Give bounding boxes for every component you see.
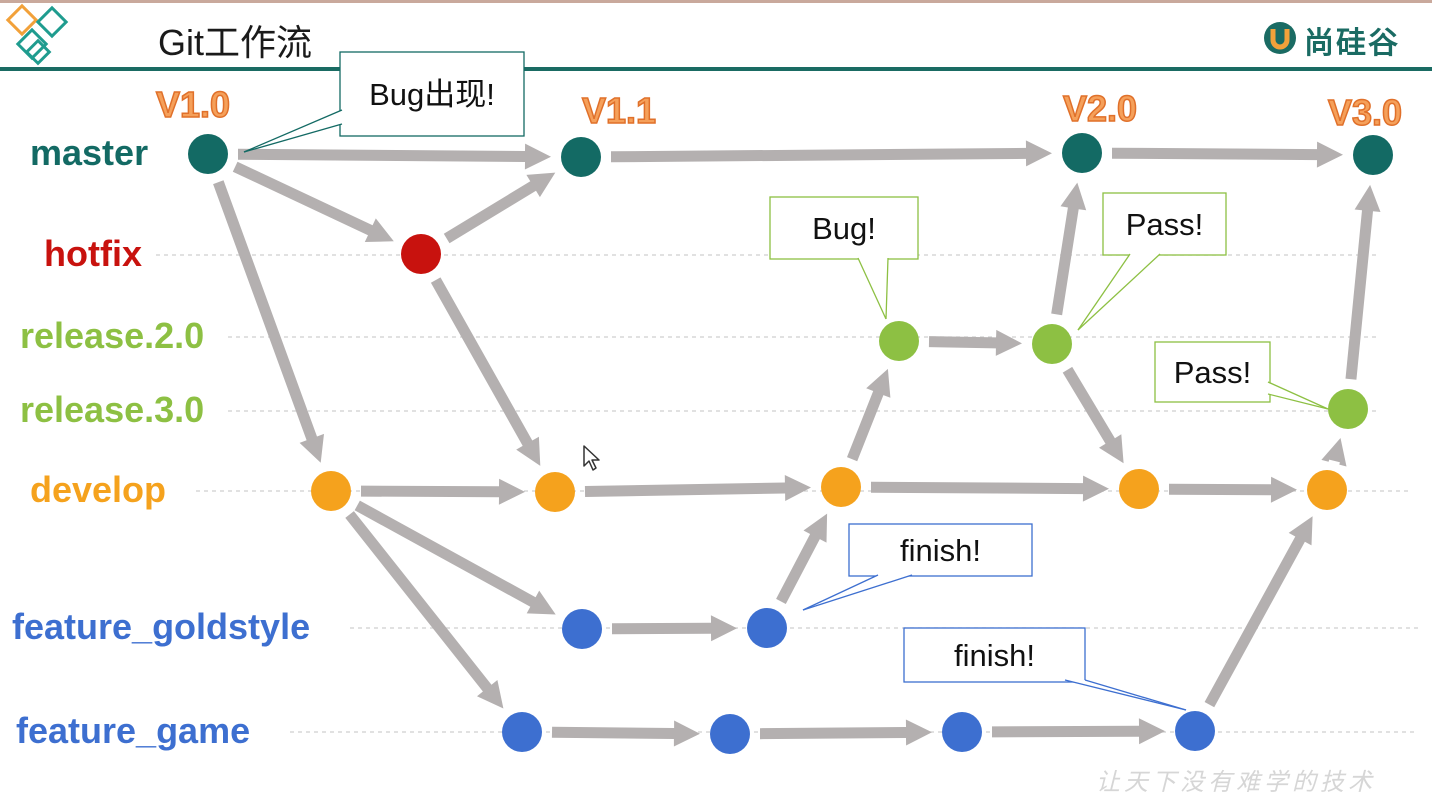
arrow-f2-f3 [760,719,932,746]
diamond-lattice-icon [5,3,69,66]
commit-nodes [188,133,1393,754]
version-tag-3: V2.0 [1062,87,1138,130]
arrow-h1-m2 [443,172,556,244]
commit-node-m4 [1353,135,1393,175]
arrow-d2-d3 [584,475,811,501]
callout-text: finish! [954,638,1035,673]
top-border [0,0,1432,3]
callout-tail-edge [857,257,887,320]
logo-text: 尚硅谷 [1304,27,1400,60]
callout-1: Bug出现! [243,51,525,153]
commit-node-h1 [401,234,441,274]
arrow-r3-m4 [1345,184,1381,380]
commit-node-r2 [1032,324,1072,364]
watermark: 让天下没有难学的技术 [1096,768,1376,796]
callout-box [848,523,1033,577]
commit-node-d5 [1307,470,1347,510]
arrow-d3-r1 [847,368,891,462]
arrow-r2-m3 [1051,182,1087,316]
callout-tail-edge [885,257,889,320]
u-logo-icon [1264,22,1296,54]
callout-4: Pass! [1154,341,1329,410]
branch-label-release30: release.3.0 [20,389,205,430]
arrow-g1-g2 [612,615,737,642]
branch-label-goldstyle: feature_goldstyle [12,606,311,647]
callout-text: finish! [900,533,981,568]
commit-node-d4 [1119,469,1159,509]
callout-text: Pass! [1174,355,1252,390]
callout-tail-edge [243,123,343,153]
version-tag-1: V1.0 [155,83,231,126]
callout-tail-edge [802,574,913,611]
page-title: Git工作流 [158,22,313,63]
arrow-r1-r2 [928,329,1022,356]
callout-text: Bug! [812,211,876,246]
branch-label-release20: release.2.0 [20,315,205,356]
callout-box [339,51,525,137]
callout-box [1154,341,1271,403]
commit-node-d3 [821,467,861,507]
arrow-r2-d4 [1062,366,1124,464]
commit-node-g2 [747,608,787,648]
commit-node-m1 [188,134,228,174]
arrow-m2-m3 [611,140,1052,167]
commit-node-m3 [1062,133,1102,173]
commit-node-r1 [879,321,919,361]
arrow-h1-d2 [430,277,541,466]
callout-tail-edge [802,574,879,611]
header-divider [0,67,1432,71]
callout-6: finish! [903,627,1187,711]
branch-label-hotfix: hotfix [44,233,142,274]
callout-tail-edge [1267,393,1329,410]
arrow-d1-d2 [361,478,525,505]
callout-box [769,196,919,260]
callout-box [1102,192,1227,256]
commit-node-d2 [535,472,575,512]
arrow-m1-d1 [213,180,324,463]
callout-tail-edge [1084,679,1187,711]
branch-label-master: master [30,132,149,173]
version-tag-2: V1.1 [581,89,657,132]
callout-tail-edge [243,109,343,153]
commit-node-f3 [942,712,982,752]
callout-tail-edge [1267,381,1329,410]
commit-node-g1 [562,609,602,649]
branch-label-game: feature_game [16,710,251,751]
commit-node-f4 [1175,711,1215,751]
callout-tail-edge [1064,679,1187,711]
commit-node-d1 [311,471,351,511]
commit-node-f2 [710,714,750,754]
arrow-d5-r3 [1321,438,1347,467]
callout-tail-edge [1077,253,1131,331]
commit-node-m2 [561,137,601,177]
version-tag-4: V3.0 [1327,91,1403,134]
arrow-m3-m4 [1112,141,1343,168]
callout-2: Bug! [769,196,919,320]
commit-node-f1 [502,712,542,752]
callout-5: finish! [802,523,1033,611]
merge-arrows [213,140,1381,747]
branch-label-develop: develop [30,469,167,510]
callouts: Bug出现! Bug! Pass! Pass! finish! finish! [243,51,1329,711]
callout-3: Pass! [1077,192,1227,331]
arrow-m1-m2 [238,143,551,170]
arrow-d4-d5 [1169,476,1297,503]
callout-text: Pass! [1126,207,1204,242]
arrow-g2-d3 [776,513,828,604]
arrow-f1-f2 [551,720,700,747]
arrow-f4-d5 [1204,516,1313,708]
arrow-d1-f1 [345,511,504,709]
arrow-d1-g1 [354,500,556,615]
mouse-pointer-icon [583,445,600,471]
arrow-f3-f4 [992,718,1165,745]
commit-node-r3 [1328,389,1368,429]
arrow-d3-d4 [871,475,1109,502]
arrow-m1-h1 [232,161,394,242]
callout-tail-edge [1077,253,1161,331]
callout-text: Bug出现! [369,77,495,112]
callout-box [903,627,1086,683]
